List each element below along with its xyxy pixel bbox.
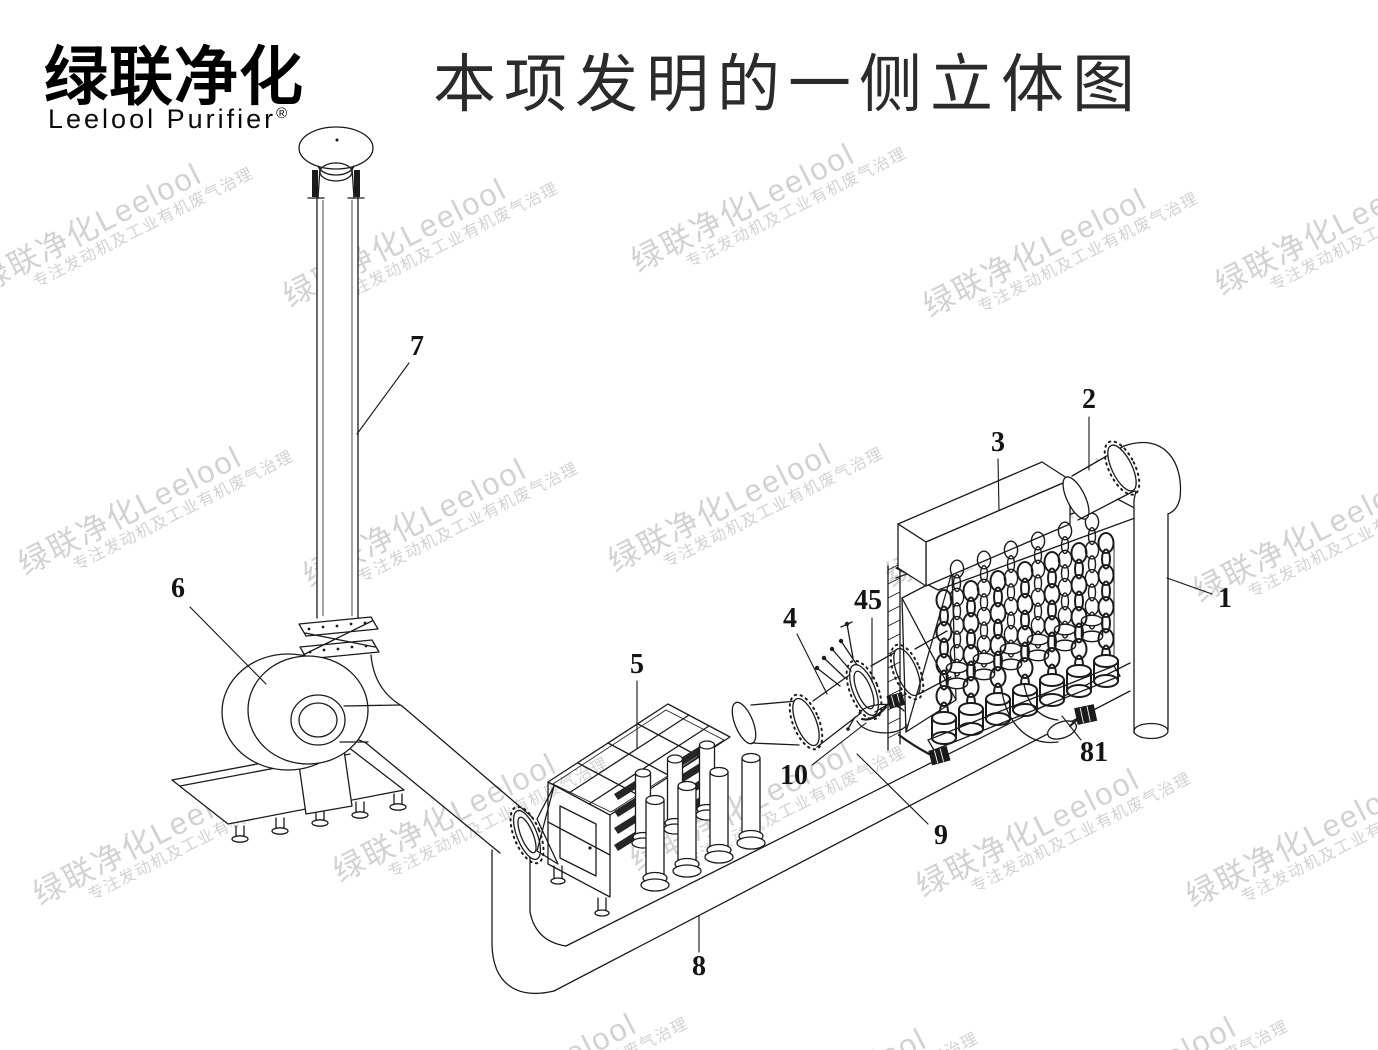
pipe-clamp	[858, 703, 905, 714]
filter-door	[559, 805, 597, 877]
tower-left-post	[887, 559, 901, 751]
leader-line-10	[811, 722, 867, 766]
exhaust-stack	[298, 126, 380, 660]
fan-base-feet	[231, 793, 407, 843]
tower-bottom-rails	[927, 665, 1121, 751]
sensor-connector-lower	[928, 745, 951, 766]
fan-inlet-ring	[290, 694, 346, 746]
sensor-cable	[860, 705, 888, 721]
sensor-cable	[897, 733, 931, 756]
tower-outlet-elbow	[1001, 683, 1098, 744]
outlet-piping	[1062, 440, 1182, 740]
centrifugal-fan	[171, 653, 407, 843]
spray-probes	[814, 621, 858, 687]
flange-45	[848, 663, 880, 717]
vertical-pipe-1	[1133, 501, 1169, 734]
filter-front-panel	[547, 781, 611, 898]
filter-unit	[547, 703, 766, 917]
venturi-pipe-4	[731, 621, 952, 751]
chain-curtain-tower	[887, 461, 1147, 751]
pipe-1-open-end	[1133, 722, 1169, 740]
leader-line-3	[997, 458, 1000, 511]
leader-line-7	[356, 362, 410, 435]
leader-line-6	[189, 606, 267, 685]
leader-line-81	[1061, 715, 1082, 741]
top-manifold-box-3	[897, 461, 1071, 587]
vertical-drop-pipe	[491, 849, 531, 946]
chain-curtains-front-row	[931, 532, 1119, 745]
leader-line-1	[1166, 577, 1213, 595]
leader-line-9	[856, 753, 929, 825]
rain-cap-vent-dot	[335, 138, 339, 142]
sensor-connector-81	[1074, 704, 1098, 725]
filter-tube-legs	[631, 740, 766, 892]
junction-flange	[512, 809, 542, 861]
leader-lines	[189, 362, 1213, 953]
stack-flange-joint	[298, 616, 380, 660]
outlet-elbow	[1123, 441, 1182, 515]
leader-line-4	[796, 633, 828, 695]
